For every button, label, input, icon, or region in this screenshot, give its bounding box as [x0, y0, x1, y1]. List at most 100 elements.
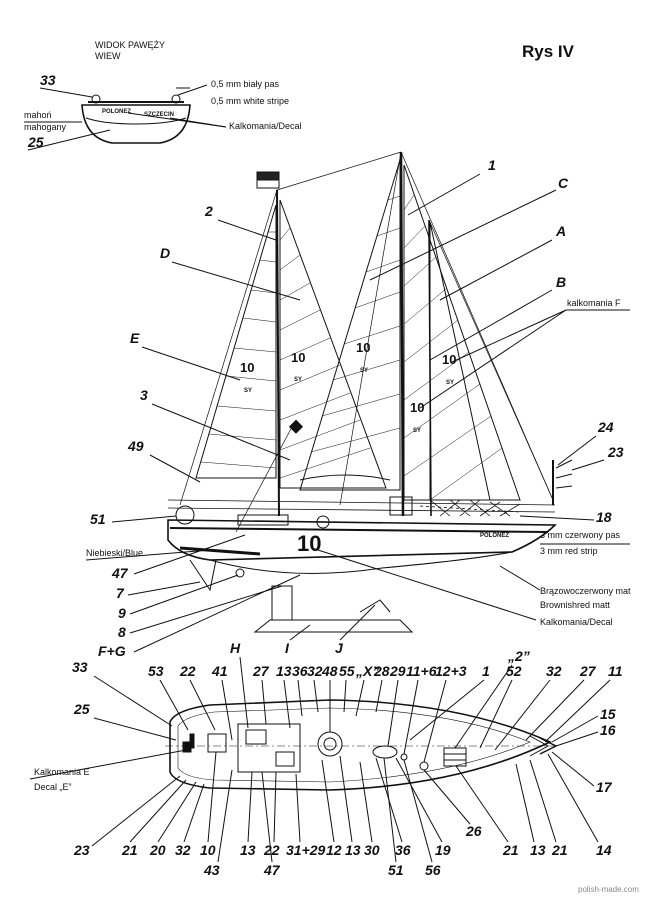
- drawing: Rys IV WIDOK PAWĘŻY WIEW POLONEZ SZCZECI…: [24, 40, 639, 894]
- credit: polish-made.com: [578, 885, 639, 894]
- leader: [129, 779, 187, 843]
- underbody: [209, 551, 513, 574]
- leader: [111, 515, 177, 523]
- main-mast: [399, 151, 405, 517]
- callout-B: B: [556, 274, 566, 290]
- leader: [207, 751, 217, 843]
- leader: [151, 403, 291, 461]
- callout-J: J: [335, 640, 344, 656]
- callout-27: 27: [252, 663, 270, 679]
- leader: [283, 679, 291, 729]
- leader: [239, 656, 249, 729]
- leader: [395, 757, 443, 843]
- callout-32: 32: [546, 663, 562, 679]
- decal-note: Kalkomania/Decal: [540, 617, 613, 627]
- fore-hatch: [443, 747, 467, 767]
- callout-48: 48: [321, 663, 338, 679]
- callout-13: 13: [530, 842, 546, 858]
- decal-e-en: Decal „E”: [34, 782, 72, 792]
- leader: [297, 679, 303, 717]
- callout-C: C: [558, 175, 569, 191]
- callout-3: 3: [140, 387, 148, 403]
- leader: [169, 117, 227, 128]
- blue-note: Niebieski/Blue: [86, 548, 143, 558]
- leader: [159, 679, 189, 731]
- leader: [519, 515, 595, 521]
- callout-47: 47: [111, 565, 129, 581]
- sail-D: [279, 199, 387, 489]
- mizzen-base: [189, 733, 195, 749]
- brown-note-en: Brownishred matt: [540, 600, 611, 610]
- sail-code-B: SY: [413, 428, 421, 434]
- callout-29: 29: [389, 663, 406, 679]
- leader: [149, 454, 201, 483]
- callout-14: 14: [596, 842, 612, 858]
- keel-support: [271, 585, 293, 621]
- deckhouse: [237, 514, 289, 526]
- deck-vent: [419, 761, 429, 771]
- callout-2: 2: [204, 203, 213, 219]
- callout-52: 52: [506, 663, 522, 679]
- deck-inner-line: [177, 707, 531, 783]
- leader: [91, 775, 181, 847]
- ensign-flag-band: [256, 171, 280, 181]
- leader: [157, 781, 197, 843]
- bow-lights: [555, 459, 573, 489]
- hull-name: POLONEZ: [480, 533, 509, 539]
- callout-30: 30: [364, 842, 380, 858]
- leader: [423, 769, 471, 825]
- red-strip-pl: 3 mm czerwony pas: [540, 530, 621, 540]
- callout-36: 36: [395, 842, 411, 858]
- brown-note-pl: Brązowoczerwony mat: [540, 586, 631, 596]
- callout-2-quoted: „2”: [507, 648, 530, 664]
- leader: [27, 129, 111, 151]
- stern-hatch: [207, 733, 227, 753]
- companionway: [389, 496, 413, 516]
- callout-1: 1: [482, 663, 490, 679]
- callout-23: 23: [73, 842, 90, 858]
- callout-53: 53: [148, 663, 164, 679]
- callout-47: 47: [263, 862, 281, 878]
- stern-heading-en: WIEW: [95, 51, 121, 61]
- cockpit-seat: [275, 751, 295, 767]
- propeller: [235, 568, 245, 578]
- leader: [555, 731, 599, 747]
- leader: [557, 435, 597, 466]
- keel-support-fore: [359, 599, 391, 613]
- leader: [171, 261, 301, 301]
- wood-note-en: mahogany: [24, 122, 67, 132]
- display-stand-base: [253, 619, 414, 633]
- stern-heading-pl: WIDOK PAWĘŻY: [95, 40, 165, 50]
- hull-number: 10: [297, 531, 321, 556]
- leader: [183, 783, 205, 843]
- callout-13: 13: [276, 663, 292, 679]
- leader: [525, 679, 585, 741]
- leader: [551, 751, 595, 787]
- leader: [499, 565, 541, 591]
- leader: [295, 773, 301, 843]
- sail-A: [403, 164, 521, 501]
- callout-25: 25: [27, 134, 44, 150]
- leader: [383, 757, 397, 863]
- leader: [409, 679, 485, 741]
- kalkomania-f: kalkomania F: [567, 298, 621, 308]
- dinghy: [372, 745, 398, 759]
- leader: [571, 459, 605, 471]
- leader: [85, 549, 211, 561]
- leader: [261, 679, 267, 725]
- sail-code-E: SY: [244, 388, 252, 394]
- leader: [133, 534, 246, 575]
- leader: [141, 346, 241, 381]
- decal-e-pl: Kalkomania E: [34, 767, 90, 777]
- leader: [133, 574, 301, 653]
- leader: [419, 309, 567, 409]
- callout-20: 20: [149, 842, 166, 858]
- rudder: [189, 559, 217, 592]
- callout-31-29: 31+29: [286, 842, 326, 858]
- callout-13: 13: [345, 842, 361, 858]
- leader: [403, 759, 433, 863]
- red-strip-en: 3 mm red strip: [540, 546, 598, 556]
- sail-seams: [200, 194, 503, 501]
- callout-9: 9: [118, 605, 126, 621]
- leader: [189, 679, 216, 731]
